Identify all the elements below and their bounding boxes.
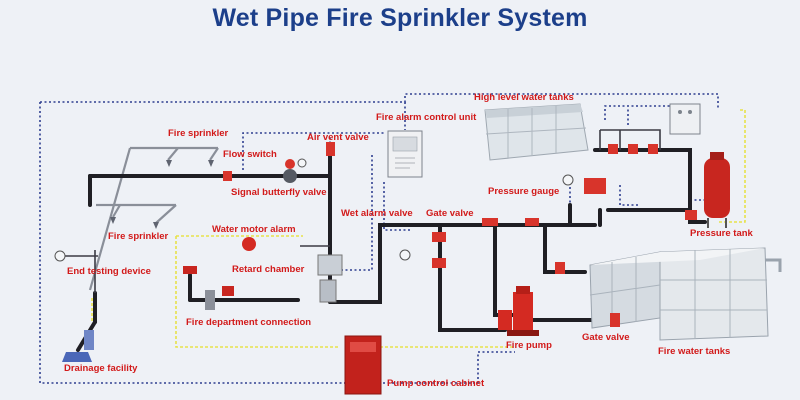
label-drainage-facility: Drainage facility <box>64 363 138 374</box>
label-pressure-tank: Pressure tank <box>690 228 753 239</box>
label-fire-pump: Fire pump <box>506 340 552 351</box>
fire-alarm-control-unit-illustration <box>387 130 423 178</box>
label-signal-butterfly-valve: Signal butterfly valve <box>231 187 327 198</box>
label-fire-department-connection: Fire department connection <box>186 317 312 328</box>
label-water-motor-alarm: Water motor alarm <box>212 224 296 235</box>
label-pump-control-cabinet: Pump control cabinet <box>387 378 485 389</box>
pressure-gauges <box>54 158 574 262</box>
label-fire-sprinkler-top: Fire sprinkler <box>168 128 229 139</box>
main-pipes <box>76 148 707 352</box>
valves <box>223 144 697 327</box>
label-gate-valve-bottom: Gate valve <box>582 332 630 343</box>
page-title: Wet Pipe Fire Sprinkler System <box>212 4 588 32</box>
drain-wiring <box>91 109 746 348</box>
water-motor-alarm-illustration <box>242 237 256 251</box>
label-flow-switch: Flow switch <box>223 149 277 160</box>
pressure-tank-illustration <box>704 152 730 228</box>
retard-chamber-illustration <box>317 254 343 303</box>
label-fire-sprinkler-bottom: Fire sprinkler <box>108 231 169 242</box>
label-fire-water-tanks: Fire water tanks <box>658 346 731 357</box>
label-high-level-water-tanks: High level water tanks <box>474 92 574 103</box>
label-air-vent-valve: Air vent valve <box>307 132 369 143</box>
sprinkler-heads <box>110 160 214 229</box>
fire-water-tanks-illustration <box>589 247 782 341</box>
fire-department-connection-illustration <box>183 266 234 310</box>
label-fire-alarm-control-unit: Fire alarm control unit <box>376 112 477 123</box>
label-gate-valve-top: Gate valve <box>426 208 474 219</box>
label-end-testing-device: End testing device <box>67 266 151 277</box>
fire-pump-illustration <box>498 286 539 336</box>
label-retard-chamber: Retard chamber <box>232 264 305 275</box>
pump-control-cabinet-illustration <box>344 335 382 395</box>
air-vent-valve-illustration <box>326 142 335 156</box>
label-pressure-gauge: Pressure gauge <box>488 186 560 197</box>
label-wet-alarm-valve: Wet alarm valve <box>341 208 413 219</box>
minor-pipes <box>60 129 661 293</box>
high-level-water-tanks-illustration <box>484 103 589 161</box>
drainage-facility-illustration <box>62 330 94 362</box>
control-box-illustration <box>669 103 701 135</box>
sprinkler-pipes <box>88 146 219 291</box>
